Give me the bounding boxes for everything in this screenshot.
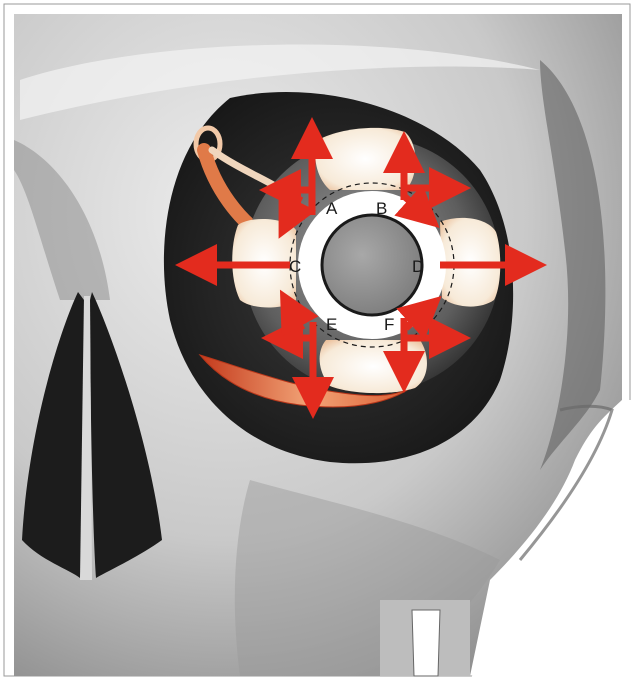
label-a: A: [326, 199, 338, 218]
label-e: E: [326, 315, 337, 334]
iris: [322, 215, 422, 315]
label-b: B: [376, 199, 387, 218]
label-c: C: [289, 257, 301, 276]
label-d: D: [412, 257, 424, 276]
label-f: F: [384, 315, 394, 334]
